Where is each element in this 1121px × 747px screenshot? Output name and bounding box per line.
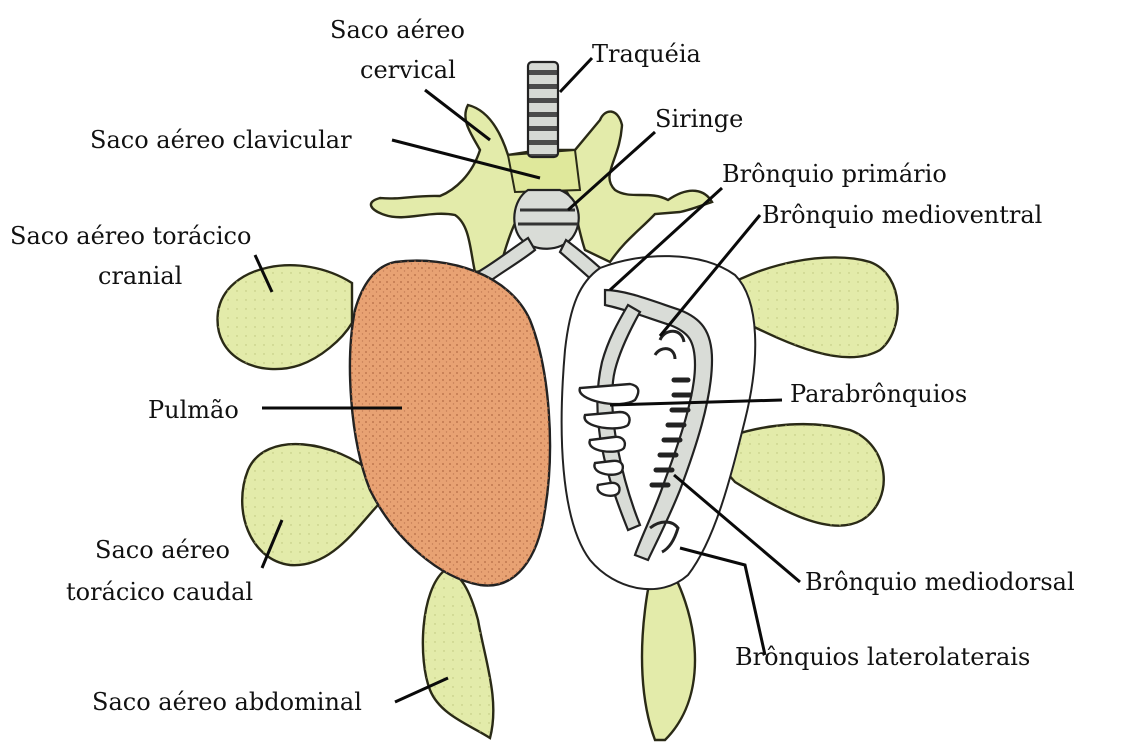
label-bronquio-mediodorsal: Brônquio mediodorsal xyxy=(805,568,1075,596)
label-bronquios-laterolaterais: Brônquios laterolaterais xyxy=(735,643,1030,671)
label-saco-cervical-line2: cervical xyxy=(360,56,456,84)
label-siringe: Siringe xyxy=(655,105,743,133)
trachea xyxy=(528,62,558,157)
label-saco-toracico-cranial-line2: cranial xyxy=(98,262,182,290)
label-saco-cervical-line1: Saco aéreo xyxy=(330,16,465,44)
label-saco-toracico-caudal-line2: torácico caudal xyxy=(66,578,253,606)
left-thoracic-cranial-air-sac xyxy=(218,265,352,369)
leader-traqueia xyxy=(560,58,592,92)
lung xyxy=(350,261,550,586)
left-thoracic-caudal-air-sac xyxy=(242,444,378,565)
left-abdominal-air-sac xyxy=(423,570,493,738)
label-saco-abdominal: Saco aéreo abdominal xyxy=(92,688,362,716)
label-saco-toracico-caudal-line1: Saco aéreo xyxy=(95,536,230,564)
label-saco-clavicular: Saco aéreo clavicular xyxy=(90,126,352,154)
label-bronquio-primario: Brônquio primário xyxy=(722,160,947,188)
label-traqueia: Traquéia xyxy=(592,40,701,68)
label-saco-toracico-cranial-line1: Saco aéreo torácico xyxy=(10,222,251,250)
label-pulmao: Pulmão xyxy=(148,396,239,424)
label-bronquio-medioventral: Brônquio medioventral xyxy=(762,201,1042,229)
label-parabronquios: Parabrônquios xyxy=(790,380,967,408)
